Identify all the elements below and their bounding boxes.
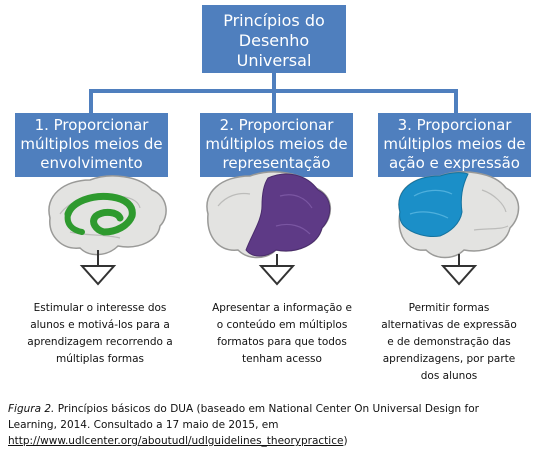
caption-line-1: Figura 2. Princípios básicos do DUA (bas…	[8, 401, 536, 417]
description-3-line: aprendizagens, por parte	[382, 353, 516, 365]
principle-2-line-2: múltiplos meios de	[205, 135, 348, 153]
title-box: Princípios do Desenho Universal da Apren…	[202, 5, 346, 90]
description-1-line: aprendizagem recorrendo a	[27, 336, 173, 348]
arrow-down-icon	[258, 254, 296, 286]
description-2-line: Apresentar a informação e	[212, 302, 352, 314]
source-link[interactable]: http://www.udlcenter.org/aboutudl/udlgui…	[8, 435, 344, 447]
description-2-line: o conteúdo em múltiplos	[216, 319, 348, 331]
principle-3-line-3: ação e expressão	[388, 154, 520, 172]
connector-left	[89, 89, 93, 113]
principle-1-line-1: 1. Proporcionar	[34, 116, 149, 134]
description-3-line: dos alunos	[420, 370, 478, 382]
connector-center	[272, 89, 276, 113]
principle-1-line-2: múltiplos meios de	[20, 135, 163, 153]
description-1-line: múltiplas formas	[55, 353, 145, 365]
connector-vertical-main	[272, 73, 276, 91]
description-3-line: e de demonstração das	[387, 336, 511, 348]
arrow-down-icon	[79, 250, 117, 286]
title-line-2: Desenho Universal	[236, 31, 312, 70]
description-representation: Apresentar a informação e o conteúdo em …	[194, 300, 370, 368]
brain-illustrations	[48, 171, 520, 286]
principle-1-line-3: envolvimento	[40, 154, 143, 172]
arrow-down-icon	[440, 254, 478, 286]
brain-engagement-icon	[48, 175, 167, 256]
description-1-line: alunos e motivá-los para a	[30, 319, 170, 331]
principle-box-representation: 2. Proporcionar múltiplos meios de repre…	[200, 113, 353, 177]
brain-action-expression-icon	[398, 171, 520, 259]
caption-text-1: Princípios básicos do DUA (baseado em Na…	[57, 403, 479, 415]
caption-link-suffix: )	[343, 435, 348, 447]
description-engagement: Estimular o interesse dos alunos e motiv…	[12, 300, 188, 368]
description-3-line: Permitir formas	[408, 302, 490, 314]
caption-line-3: http://www.udlcenter.org/aboutudl/udlgui…	[8, 433, 536, 449]
description-3-line: alternativas de expressão	[381, 319, 517, 331]
principle-3-line-1: 3. Proporcionar	[397, 116, 512, 134]
principle-3-line-2: múltiplos meios de	[383, 135, 526, 153]
connector-right	[454, 89, 458, 113]
brain-representation-icon	[206, 171, 331, 259]
principle-box-engagement: 1. Proporcionar múltiplos meios de envol…	[15, 113, 168, 177]
description-2-line: formatos para que todos	[217, 336, 347, 348]
principle-box-action-expression: 3. Proporcionar múltiplos meios de ação …	[378, 113, 531, 177]
caption-label: Figura 2.	[8, 403, 55, 415]
description-action-expression: Permitir formas alternativas de expressã…	[370, 300, 528, 385]
principle-2-line-1: 2. Proporcionar	[219, 116, 334, 134]
principle-2-line-3: representação	[222, 154, 331, 172]
caption-line-2: Learning, 2014. Consultado a 17 maio de …	[8, 419, 279, 431]
description-2-line: tenham acesso	[242, 353, 322, 365]
figure-caption: Figura 2. Princípios básicos do DUA (bas…	[8, 401, 536, 449]
title-line-1: Princípios do	[223, 11, 325, 30]
description-1-line: Estimular o interesse dos	[33, 302, 167, 314]
